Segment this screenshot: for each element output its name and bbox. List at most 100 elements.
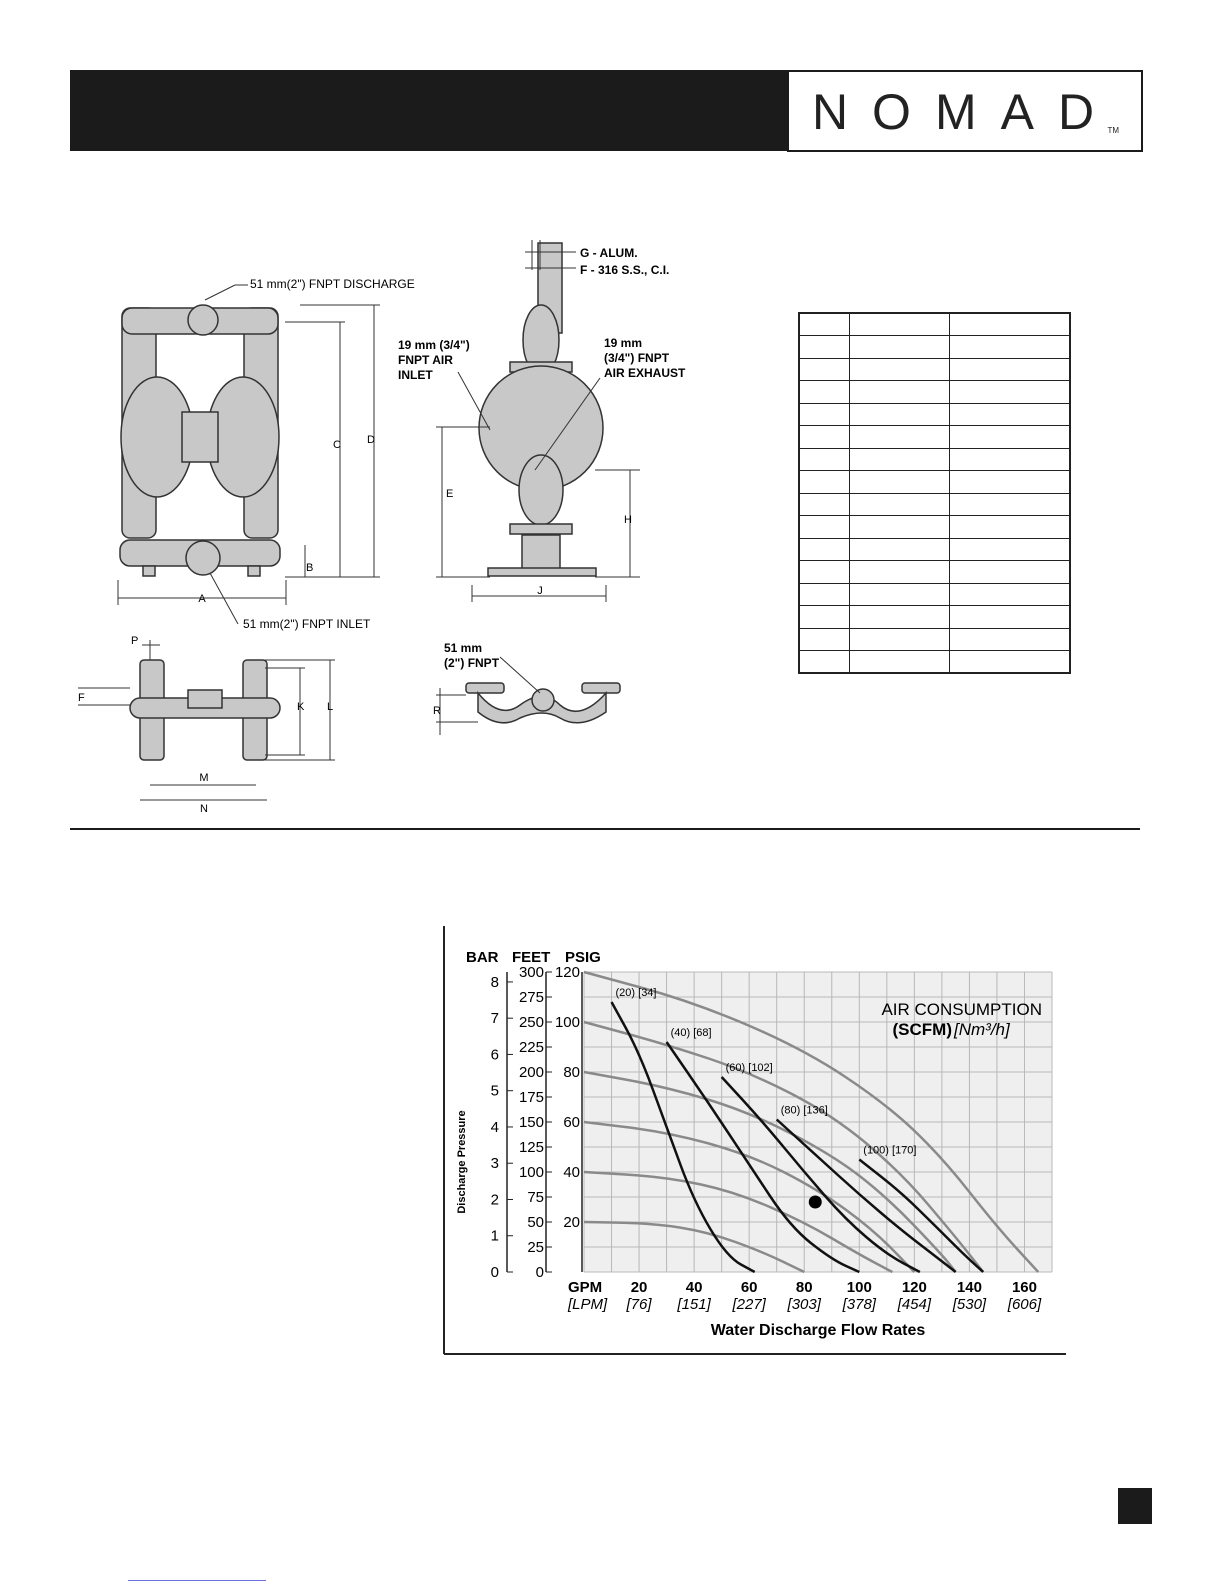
bar-tick-label: 5 <box>491 1083 499 1100</box>
air-inlet-line3: INLET <box>398 368 433 382</box>
x-tick-label-lpm: [606] <box>1007 1296 1042 1313</box>
dim-d-label: D <box>367 434 375 446</box>
table-cell <box>948 402 1071 426</box>
table-cell <box>948 425 1071 449</box>
performance-curve-chart: 3002752502252001751501251007550250876543… <box>443 926 1066 1355</box>
table-row <box>798 447 1071 471</box>
table-cell <box>948 470 1071 494</box>
brand-name: NOMAD <box>811 84 1119 140</box>
dim-h-label: H <box>624 514 632 526</box>
x-tick-label-gpm: 80 <box>796 1279 813 1296</box>
dimensions-table <box>798 312 1071 674</box>
air-consumption-curve <box>665 1041 860 1274</box>
table-cell <box>798 560 850 584</box>
dim-p-label: P <box>131 635 138 647</box>
table-row <box>798 402 1071 426</box>
header-bar <box>70 70 787 151</box>
air-consumption-label: (60) [102] <box>726 1062 773 1074</box>
table-cell <box>848 582 950 606</box>
table-row <box>798 380 1071 404</box>
feet-tick-label: 100 <box>519 1164 544 1181</box>
table-cell <box>848 357 950 381</box>
table-cell <box>798 402 850 426</box>
table-cell <box>848 380 950 404</box>
x-unit-lpm: [LPM] <box>567 1296 608 1313</box>
table-cell <box>798 492 850 516</box>
x-tick-label-gpm: 100 <box>847 1279 872 1296</box>
bar-tick-label: 4 <box>491 1119 499 1136</box>
psig-tick-label: 100 <box>555 1014 580 1031</box>
table-row <box>798 515 1071 539</box>
table-cell <box>798 312 850 336</box>
table-cell <box>948 447 1071 471</box>
inlet-label: 51 mm(2") FNPT INLET <box>243 617 371 631</box>
table-row <box>798 537 1071 561</box>
bar-tick-label: 8 <box>491 974 499 991</box>
x-tick-label-lpm: [530] <box>952 1296 987 1313</box>
air-pressure-curve <box>583 1170 893 1274</box>
x-tick-label-lpm: [454] <box>897 1296 932 1313</box>
air-consumption-label: (20) [34] <box>616 987 657 999</box>
air-consumption-curve <box>720 1076 921 1274</box>
psig-tick-label: 60 <box>563 1114 580 1131</box>
x-tick-label-lpm: [378] <box>842 1296 877 1313</box>
dim-a-label: A <box>198 593 206 605</box>
air-pressure-curve <box>583 1120 916 1273</box>
top-view <box>129 659 281 761</box>
table-cell <box>848 425 950 449</box>
table-cell <box>798 650 850 674</box>
table-cell <box>948 537 1071 561</box>
psig-tick-label: 40 <box>563 1164 580 1181</box>
table-cell <box>848 470 950 494</box>
table-cell <box>848 537 950 561</box>
air-consumption-label: (40) [68] <box>671 1027 712 1039</box>
bar-tick-label: 7 <box>491 1010 499 1027</box>
brand-tm: TM <box>1107 126 1119 135</box>
table-cell <box>848 492 950 516</box>
bar-tick-label: 0 <box>491 1264 499 1281</box>
table-row <box>798 357 1071 381</box>
x-tick-label-gpm: 60 <box>741 1279 758 1296</box>
table-cell <box>848 605 950 629</box>
table-cell <box>848 560 950 584</box>
psig-tick-label: 120 <box>555 964 580 981</box>
dim-n-label: N <box>200 803 208 815</box>
air-consumption-curve <box>858 1158 985 1273</box>
feet-tick-label: 225 <box>519 1039 544 1056</box>
x-tick-label-gpm: 140 <box>957 1279 982 1296</box>
air-exhaust-line3: AIR EXHAUST <box>604 366 686 380</box>
table-cell <box>848 650 950 674</box>
air-pressure-curve <box>583 1020 985 1273</box>
x-tick-label-lpm: [76] <box>626 1296 653 1313</box>
legend-title: AIR CONSUMPTION <box>881 1000 1042 1019</box>
page-number-box <box>1118 1488 1152 1524</box>
y-axis-label: Discharge Pressure <box>456 1110 468 1213</box>
fnpt-bottom-line2: (2") FNPT <box>444 656 500 670</box>
table-cell <box>848 402 950 426</box>
air-inlet-line2: FNPT AIR <box>398 353 453 367</box>
psig-tick-label: 20 <box>563 1214 580 1231</box>
side-view <box>478 242 604 577</box>
x-tick-label-gpm: 20 <box>631 1279 648 1296</box>
dim-c-label: C <box>333 439 341 451</box>
legend-sub-bold: (SCFM) <box>893 1020 952 1039</box>
table-cell <box>948 357 1071 381</box>
table-cell <box>798 357 850 381</box>
operating-point-marker <box>808 1195 822 1209</box>
f-ss-label: F - 316 S.S., C.I. <box>580 263 669 277</box>
table-row <box>798 605 1071 629</box>
dim-r-label: R <box>433 705 441 717</box>
table-cell <box>948 560 1071 584</box>
feet-tick-label: 150 <box>519 1114 544 1131</box>
table-cell <box>848 627 950 651</box>
footer-link-line <box>128 1580 266 1581</box>
air-exhaust-line2: (3/4") FNPT <box>604 351 670 365</box>
x-tick-label-lpm: [151] <box>676 1296 711 1313</box>
section-divider <box>70 828 1140 830</box>
table-cell <box>798 605 850 629</box>
legend-sub-italic: [Nm³/h] <box>953 1020 1011 1039</box>
x-unit-gpm: GPM <box>568 1279 602 1296</box>
table-row <box>798 627 1071 651</box>
table-row <box>798 492 1071 516</box>
table-cell <box>948 650 1071 674</box>
